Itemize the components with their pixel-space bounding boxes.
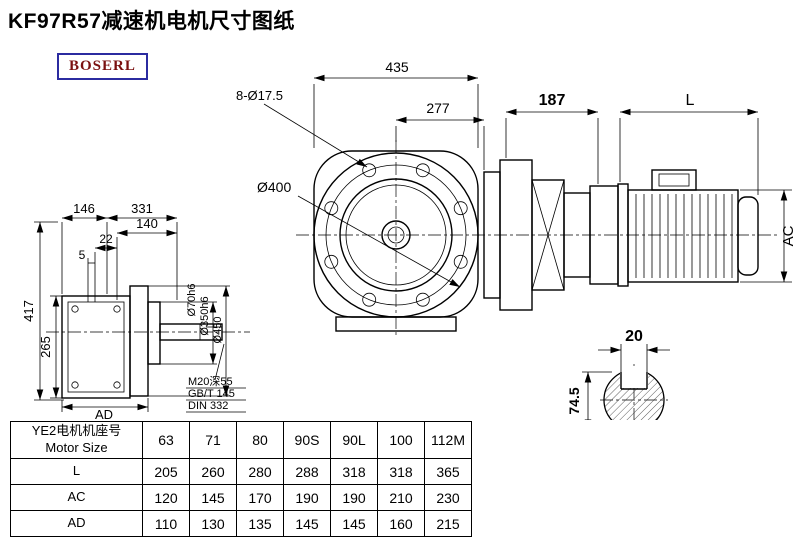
- dim-value-cell: 135: [236, 510, 284, 537]
- note-gbt: GB/T 145: [188, 388, 235, 400]
- dim-value-cell: 210: [377, 484, 425, 511]
- size-col-header: 100: [377, 421, 425, 459]
- dim-417: 417: [21, 300, 36, 322]
- table-row-l: L 205 260 280 288 318 318 365: [10, 458, 472, 485]
- boserl-logo: BOSERL: [57, 53, 148, 80]
- dim-l: L: [686, 92, 695, 109]
- dim-277: 277: [426, 100, 450, 116]
- size-col-header: 90S: [283, 421, 331, 459]
- dim-value-cell: 230: [424, 484, 472, 511]
- left-side-view: 146 331 140 22 5 417 265 AD: [21, 201, 250, 420]
- table-header-motor-size: YE2电机机座号 Motor Size: [10, 421, 143, 459]
- shaft-section-view: 20 74.5: [566, 328, 670, 420]
- dim-value-cell: 110: [142, 510, 190, 537]
- table-header-en: Motor Size: [45, 440, 108, 455]
- dim-value-cell: 190: [330, 484, 378, 511]
- size-col-header: 71: [189, 421, 237, 459]
- size-col-header: 90L: [330, 421, 378, 459]
- dim-value-cell: 215: [424, 510, 472, 537]
- dim-140: 140: [136, 216, 158, 231]
- table-header-cn: YE2电机机座号: [31, 423, 122, 439]
- dim-5: 5: [79, 248, 86, 262]
- table-row-ad: AD 110 130 135 145 145 160 215: [10, 510, 472, 537]
- dim-d450: Ø450: [212, 317, 224, 344]
- dim-265: 265: [38, 336, 53, 358]
- dim-value-cell: 280: [236, 458, 284, 485]
- technical-drawing: 146 331 140 22 5 417 265 AD: [21, 59, 797, 420]
- dim-value-cell: 145: [330, 510, 378, 537]
- dim-146: 146: [73, 201, 95, 216]
- size-col-header: 112M: [424, 421, 472, 459]
- dim-value-cell: 318: [377, 458, 425, 485]
- dim-74-5: 74.5: [566, 387, 582, 414]
- dim-value-cell: 160: [377, 510, 425, 537]
- table-row-ac: AC 120 145 170 190 190 210 230: [10, 484, 472, 511]
- dim-ac: AC: [780, 225, 797, 246]
- front-view: 435 277 8-Ø17.5 Ø400: [236, 59, 780, 336]
- dim-20: 20: [625, 328, 643, 345]
- page-title: KF97R57减速机电机尺寸图纸: [8, 10, 295, 33]
- dim-label-cell: AD: [10, 510, 143, 537]
- size-col-header: 63: [142, 421, 190, 459]
- dim-value-cell: 145: [189, 484, 237, 511]
- dim-value-cell: 260: [189, 458, 237, 485]
- dim-value-cell: 190: [283, 484, 331, 511]
- dim-value-cell: 318: [330, 458, 378, 485]
- dim-ad: AD: [95, 407, 113, 420]
- dim-label-cell: L: [10, 458, 143, 485]
- motor-size-table: YE2电机机座号 Motor Size 63 71 80 90S 90L 100…: [10, 421, 472, 537]
- dim-187: 187: [539, 92, 566, 109]
- note-din: DIN 332: [188, 400, 228, 412]
- dim-value-cell: 145: [283, 510, 331, 537]
- size-col-header: 80: [236, 421, 284, 459]
- dim-435: 435: [385, 59, 409, 75]
- dim-value-cell: 365: [424, 458, 472, 485]
- dim-d400: Ø400: [257, 179, 291, 195]
- dim-value-cell: 170: [236, 484, 284, 511]
- dim-331: 331: [131, 201, 153, 216]
- dim-label-cell: AC: [10, 484, 143, 511]
- dim-value-cell: 120: [142, 484, 190, 511]
- dim-d70: Ø70h6: [186, 283, 198, 316]
- dim-bolt-holes: 8-Ø17.5: [236, 88, 283, 103]
- motor-side-view: 187 L AC: [483, 92, 797, 311]
- dim-22: 22: [99, 232, 113, 246]
- dim-value-cell: 130: [189, 510, 237, 537]
- dim-value-cell: 205: [142, 458, 190, 485]
- table-header-row: YE2电机机座号 Motor Size 63 71 80 90S 90L 100…: [10, 421, 472, 459]
- note-m20: M20深55: [188, 375, 233, 388]
- dim-value-cell: 288: [283, 458, 331, 485]
- dim-d350: Ø350h6: [199, 296, 211, 335]
